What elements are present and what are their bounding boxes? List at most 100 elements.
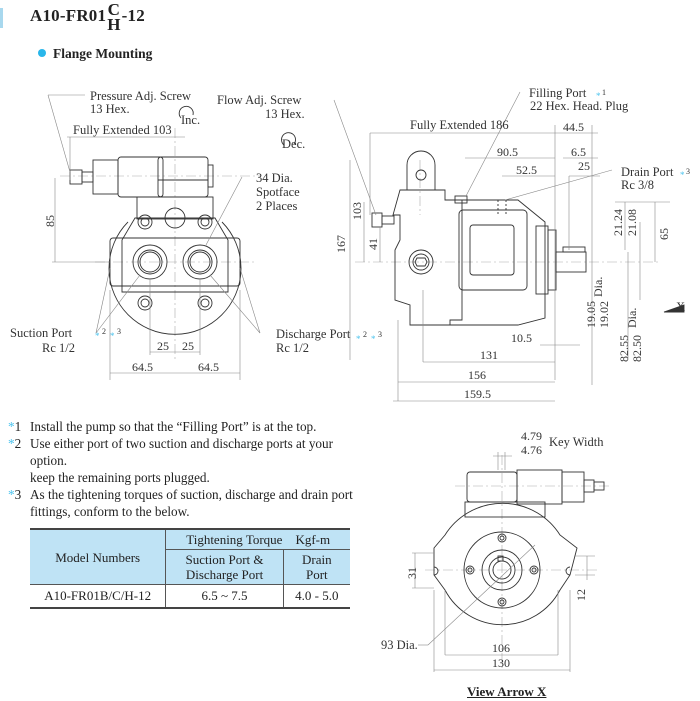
spotface-line3: 2 Places [256, 199, 297, 213]
dim-64-5-left: 64.5 [132, 360, 153, 374]
dim-21-24: 21.24 [611, 209, 625, 236]
dim-21-08: 21.08 [625, 209, 639, 236]
discharge-port-label: Discharge Port [276, 327, 351, 341]
dec-label: Dec. [282, 137, 305, 151]
left-edge-marker [0, 8, 3, 28]
model-suffix: -12 [121, 5, 145, 25]
bullet-icon [38, 49, 46, 57]
discharge-ref-3: 3 [378, 330, 382, 339]
dim-12: 12 [574, 589, 588, 601]
shaft-dia-min: 19.02 [597, 301, 611, 328]
dim-131: 131 [480, 348, 498, 362]
note-text: Install the pump so that the “Filling Po… [30, 419, 317, 434]
pilot-dia-label: Dia. [625, 308, 639, 328]
dec-rotation-icon [281, 132, 296, 146]
dim-90-5: 90.5 [497, 145, 518, 159]
front-view [47, 94, 261, 380]
lifting-eye [406, 150, 436, 191]
view-x-drawing [412, 452, 610, 672]
dim-44-5: 44.5 [563, 120, 584, 134]
note-marker: *3 [8, 487, 22, 502]
pressure-adj-hex-label: 13 Hex. [90, 102, 130, 116]
note-text: As the tightening torques of suction, di… [30, 487, 353, 519]
notes-list: *1 Install the pump so that the “Filling… [8, 418, 370, 520]
side-centerlines [355, 160, 660, 263]
spotface-line1: 34 Dia. [256, 171, 293, 185]
front-centerlines [60, 128, 260, 360]
pressure-screw-nut [69, 169, 83, 185]
front-labels: Pressure Adj. Screw 13 Hex. Inc. Fully E… [10, 89, 300, 374]
cell-model: A10-FR01B/C/H-12 [30, 584, 167, 608]
model-variant-bottom: H [107, 15, 121, 34]
dim-25-left: 25 [157, 339, 169, 353]
asterisk-icon: * [110, 331, 115, 341]
filling-port-ref: 1 [602, 88, 606, 97]
viewx-dimensions [412, 452, 595, 672]
table-row: A10-FR01B/C/H-12 6.5 ~ 7.5 4.0 - 5.0 [30, 584, 350, 608]
dim-159-5: 159.5 [464, 387, 491, 401]
asterisk-icon: * [356, 334, 361, 344]
asterisk-icon: * [596, 91, 601, 101]
flow-adj-screw-label: Flow Adj. Screw [217, 93, 301, 107]
discharge-ref-2: 2 [363, 330, 367, 339]
note-marker: *1 [8, 419, 22, 434]
dim-25-side: 25 [578, 159, 590, 173]
suction-ref-2: 2 [102, 327, 106, 336]
drain-port-label: Drain Port [621, 165, 674, 179]
section-subtitle: Flange Mounting [38, 46, 152, 62]
dim-85: 85 [43, 215, 57, 227]
dim-167: 167 [334, 235, 348, 253]
viewx-labels: 4.79 4.76 Key Width 31 12 93 Dia. 106 13… [381, 429, 604, 670]
dim-6-5: 6.5 [571, 145, 586, 159]
discharge-port-size: Rc 1/2 [276, 341, 309, 355]
col-header-torque: Tightening Torque Kgf-m [165, 528, 350, 550]
dim-156: 156 [468, 368, 486, 382]
side-labels: Flow Adj. Screw 13 Hex. Dec. Filling Por… [217, 86, 690, 401]
key-width-min: 4.76 [521, 443, 542, 457]
drain-port-ref: 3 [686, 167, 690, 176]
filling-port-plug-label: 22 Hex. Head. Plug [530, 99, 629, 113]
asterisk-icon: * [95, 331, 100, 341]
view-arrow-x-caption: View Arrow X [467, 684, 547, 699]
dim-41: 41 [366, 238, 380, 250]
col-header-model: Model Numbers [30, 528, 167, 585]
key-width-label: Key Width [549, 435, 604, 449]
pilot-dia-min: 82.50 [630, 335, 644, 362]
dim-52-5: 52.5 [516, 163, 537, 177]
dim-25-right: 25 [182, 339, 194, 353]
viewx-body [433, 469, 605, 626]
torque-table: Model Numbers Tightening Torque Kgf-m Su… [30, 528, 350, 609]
cell-suction-discharge: 6.5 ~ 7.5 [165, 584, 284, 608]
front-dimensions [47, 94, 261, 380]
asterisk-icon: * [371, 334, 376, 344]
shaft-dia-max: 19.05 [584, 301, 598, 328]
spotface-line2: Spotface [256, 185, 300, 199]
view-arrow-x-label: X [676, 300, 685, 314]
shaft-key [562, 246, 586, 253]
dim-10-5: 10.5 [511, 331, 532, 345]
inc-rotation-icon [178, 105, 194, 119]
cell-drain: 4.0 - 5.0 [282, 584, 350, 608]
side-body [371, 150, 587, 326]
front-relief-valve [69, 156, 214, 220]
filling-port-plug [454, 195, 468, 204]
dim-65: 65 [657, 228, 671, 240]
side-dimensions [333, 91, 670, 402]
note-text: Use either port of two suction and disch… [30, 436, 333, 485]
asterisk-icon: * [680, 170, 685, 180]
drain-port-size: Rc 3/8 [621, 178, 654, 192]
dim-130: 130 [492, 656, 510, 670]
pressure-adj-screw-label: Pressure Adj. Screw [90, 89, 191, 103]
col-header-suction: Suction Port &Discharge Port [165, 549, 284, 585]
viewx-centerlines [425, 455, 610, 670]
fully-extended-103-label: Fully Extended 103 [73, 123, 172, 137]
view-arrow-x-icon [663, 304, 685, 313]
dim-106: 106 [492, 641, 510, 655]
model-variant-top: C [107, 0, 121, 19]
suction-port-label: Suction Port [10, 326, 73, 340]
suction-port-size: Rc 1/2 [42, 341, 75, 355]
